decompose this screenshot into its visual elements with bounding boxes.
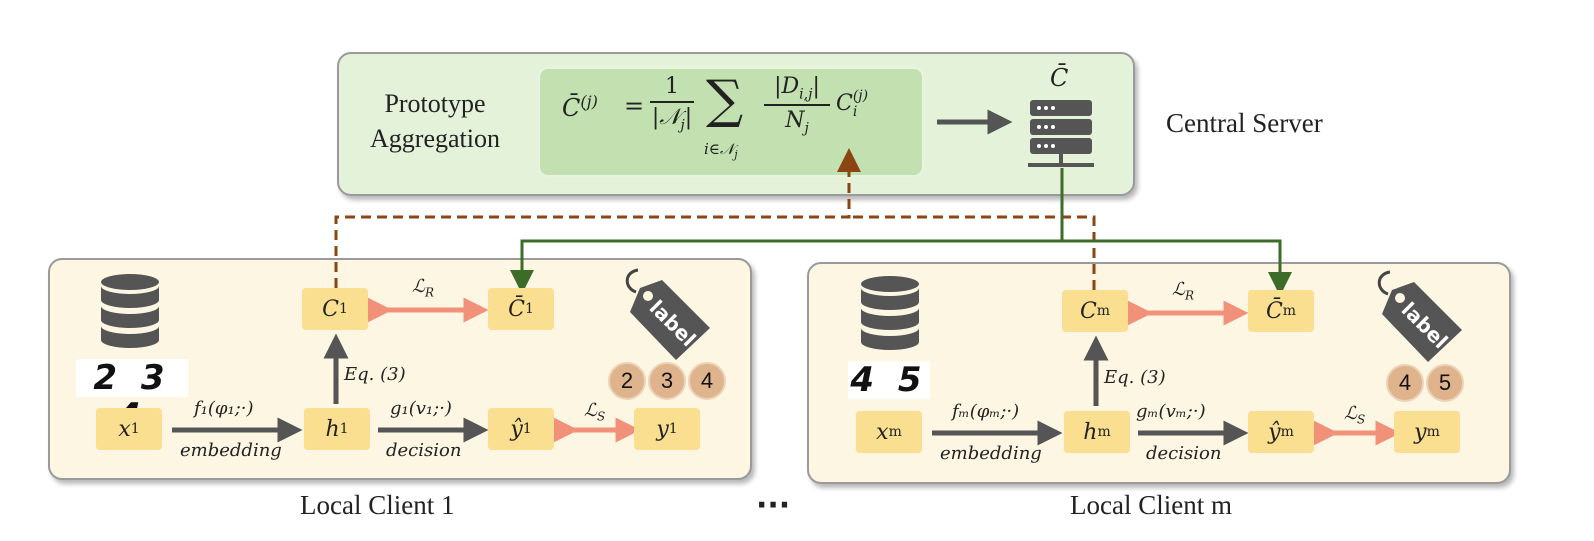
loss-r-label: ℒR (412, 276, 435, 300)
decision-function-label: gₘ(vₘ;·) (1136, 401, 1206, 422)
embedding-function-label: fₘ(φₘ;·) (952, 401, 1020, 422)
class-label-circle: 4 (688, 362, 726, 400)
formula-frac2: |Di,j| Nj (764, 74, 830, 137)
formula-frac1: 1 |𝒩j| (650, 74, 694, 134)
decision-label: decision (1146, 443, 1222, 464)
class-label-circle: 4 (1386, 364, 1424, 402)
ellipsis: ··· (756, 488, 791, 523)
eq3-label: Eq. (3) (344, 364, 406, 385)
embedding-label: embedding (180, 440, 282, 461)
local-client-1-title: Local Client 1 (300, 490, 455, 520)
server-prototype-symbol: C̄ (1050, 64, 1069, 92)
decision-label: decision (386, 440, 462, 461)
central-server-title: Central Server (1166, 108, 1323, 138)
class-label-circle: 5 (1426, 364, 1464, 402)
mnist-digits-sample: 2 3 4 (76, 359, 188, 435)
decision-function-label: g₁(v₁;·) (390, 398, 452, 419)
class-label-circle: 3 (648, 362, 686, 400)
label-tag-icon: label (625, 268, 710, 360)
class-label-circle: 2 (608, 362, 646, 400)
embedding-function-label: f₁(φ₁;·) (194, 398, 254, 419)
download-path-client-1 (510, 168, 1064, 294)
eq3-label: Eq. (3) (1104, 367, 1166, 388)
download-path-client-m (1062, 239, 1292, 296)
loss-s-label: ℒS (584, 400, 606, 424)
formula-sum: ∑ (706, 70, 744, 130)
label-tag-icon: label (1377, 270, 1462, 362)
prototype-aggregation-label: Prototype Aggregation (370, 89, 500, 153)
formula-rhs: C(j)i (836, 88, 869, 120)
formula-sum-subscript: i∈𝒩j (704, 140, 738, 161)
upload-path-client-m (849, 215, 1096, 290)
formula-lhs: C̄(j) (562, 92, 598, 122)
mnist-digits-sample: 4 5 (848, 361, 930, 399)
loss-r-label: ℒR (1172, 279, 1195, 303)
server-icon (1028, 100, 1094, 167)
global-prototype-node: C̄1 (488, 288, 554, 330)
local-client-m-title: Local Client m (1070, 490, 1232, 520)
upload-path-client-1 (334, 148, 861, 288)
database-icon (101, 274, 159, 348)
database-icon (861, 276, 919, 350)
formula-equals: = (624, 92, 645, 120)
embedding-label: embedding (940, 443, 1042, 464)
loss-s-label: ℒS (1344, 403, 1366, 427)
global-prototype-node: C̄m (1248, 290, 1314, 332)
